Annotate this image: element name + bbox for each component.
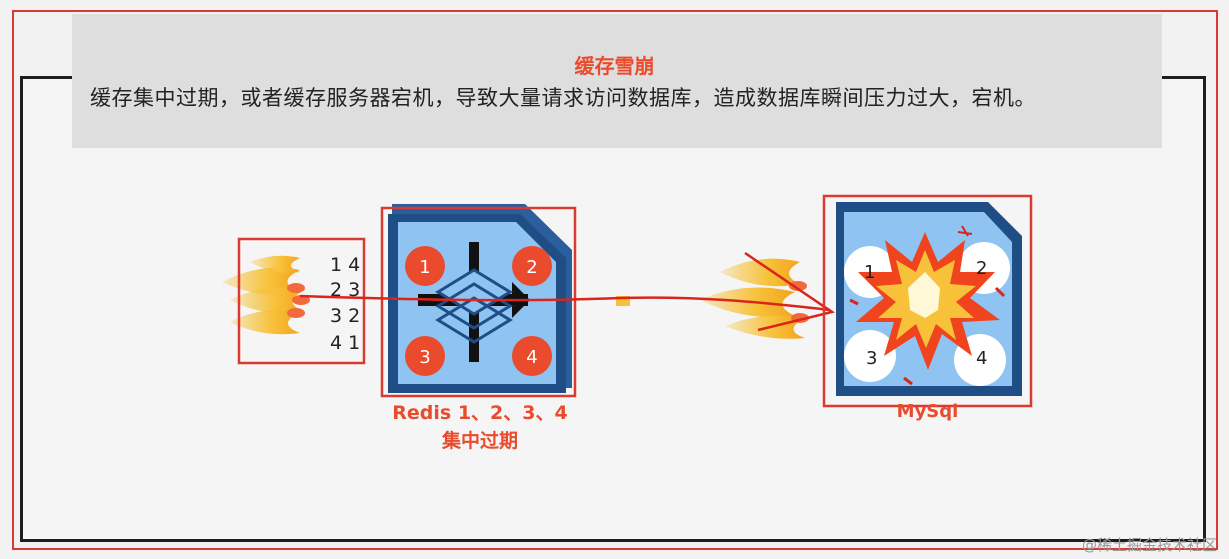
redis-slot-2-label: 2 [526, 257, 537, 278]
redis-slot-4-label: 4 [526, 347, 537, 368]
header-band [72, 14, 1162, 148]
slide-title: 缓存雪崩 [574, 54, 655, 78]
redis-caption-sub: 集中过期 [441, 430, 518, 452]
mysql-number-4: 4 [976, 348, 987, 369]
request-row-4: 4 1 [330, 332, 360, 354]
request-row-2: 2 3 [330, 279, 360, 301]
redis-box [380, 206, 577, 398]
redis-slot-3-label: 3 [419, 347, 430, 368]
slide-description: 缓存集中过期，或者缓存服务器宕机，导致大量请求访问数据库，造成数据库瞬间压力过大… [90, 86, 1036, 110]
redis-caption: Redis 1、2、3、4 [392, 402, 568, 424]
watermark: @稀土掘金技术社区 [1081, 536, 1217, 554]
request-row-3: 3 2 [330, 305, 360, 327]
mysql-number-1: 1 [864, 262, 875, 283]
redis-slot-1 [405, 246, 445, 286]
request-row-1: 1 4 [330, 254, 360, 276]
requests-box [237, 237, 366, 365]
request-arrow [299, 294, 831, 312]
mysql-box [822, 194, 1033, 408]
mysql-server-icon: 1 2 3 4 [836, 202, 1022, 396]
redis-slot-2 [512, 246, 552, 286]
redis-server-icon: 1 2 3 4 [388, 204, 572, 393]
mysql-number-2: 2 [976, 258, 987, 279]
request-flames-left [222, 255, 310, 335]
mysql-number-3: 3 [866, 348, 877, 369]
outer-red-frame [12, 10, 1218, 550]
mysql-caption: MySql [896, 401, 959, 422]
redis-slot-4 [512, 336, 552, 376]
arrow-head [744, 251, 836, 332]
redis-slot-3 [405, 336, 445, 376]
redis-slot-1-label: 1 [419, 257, 430, 278]
